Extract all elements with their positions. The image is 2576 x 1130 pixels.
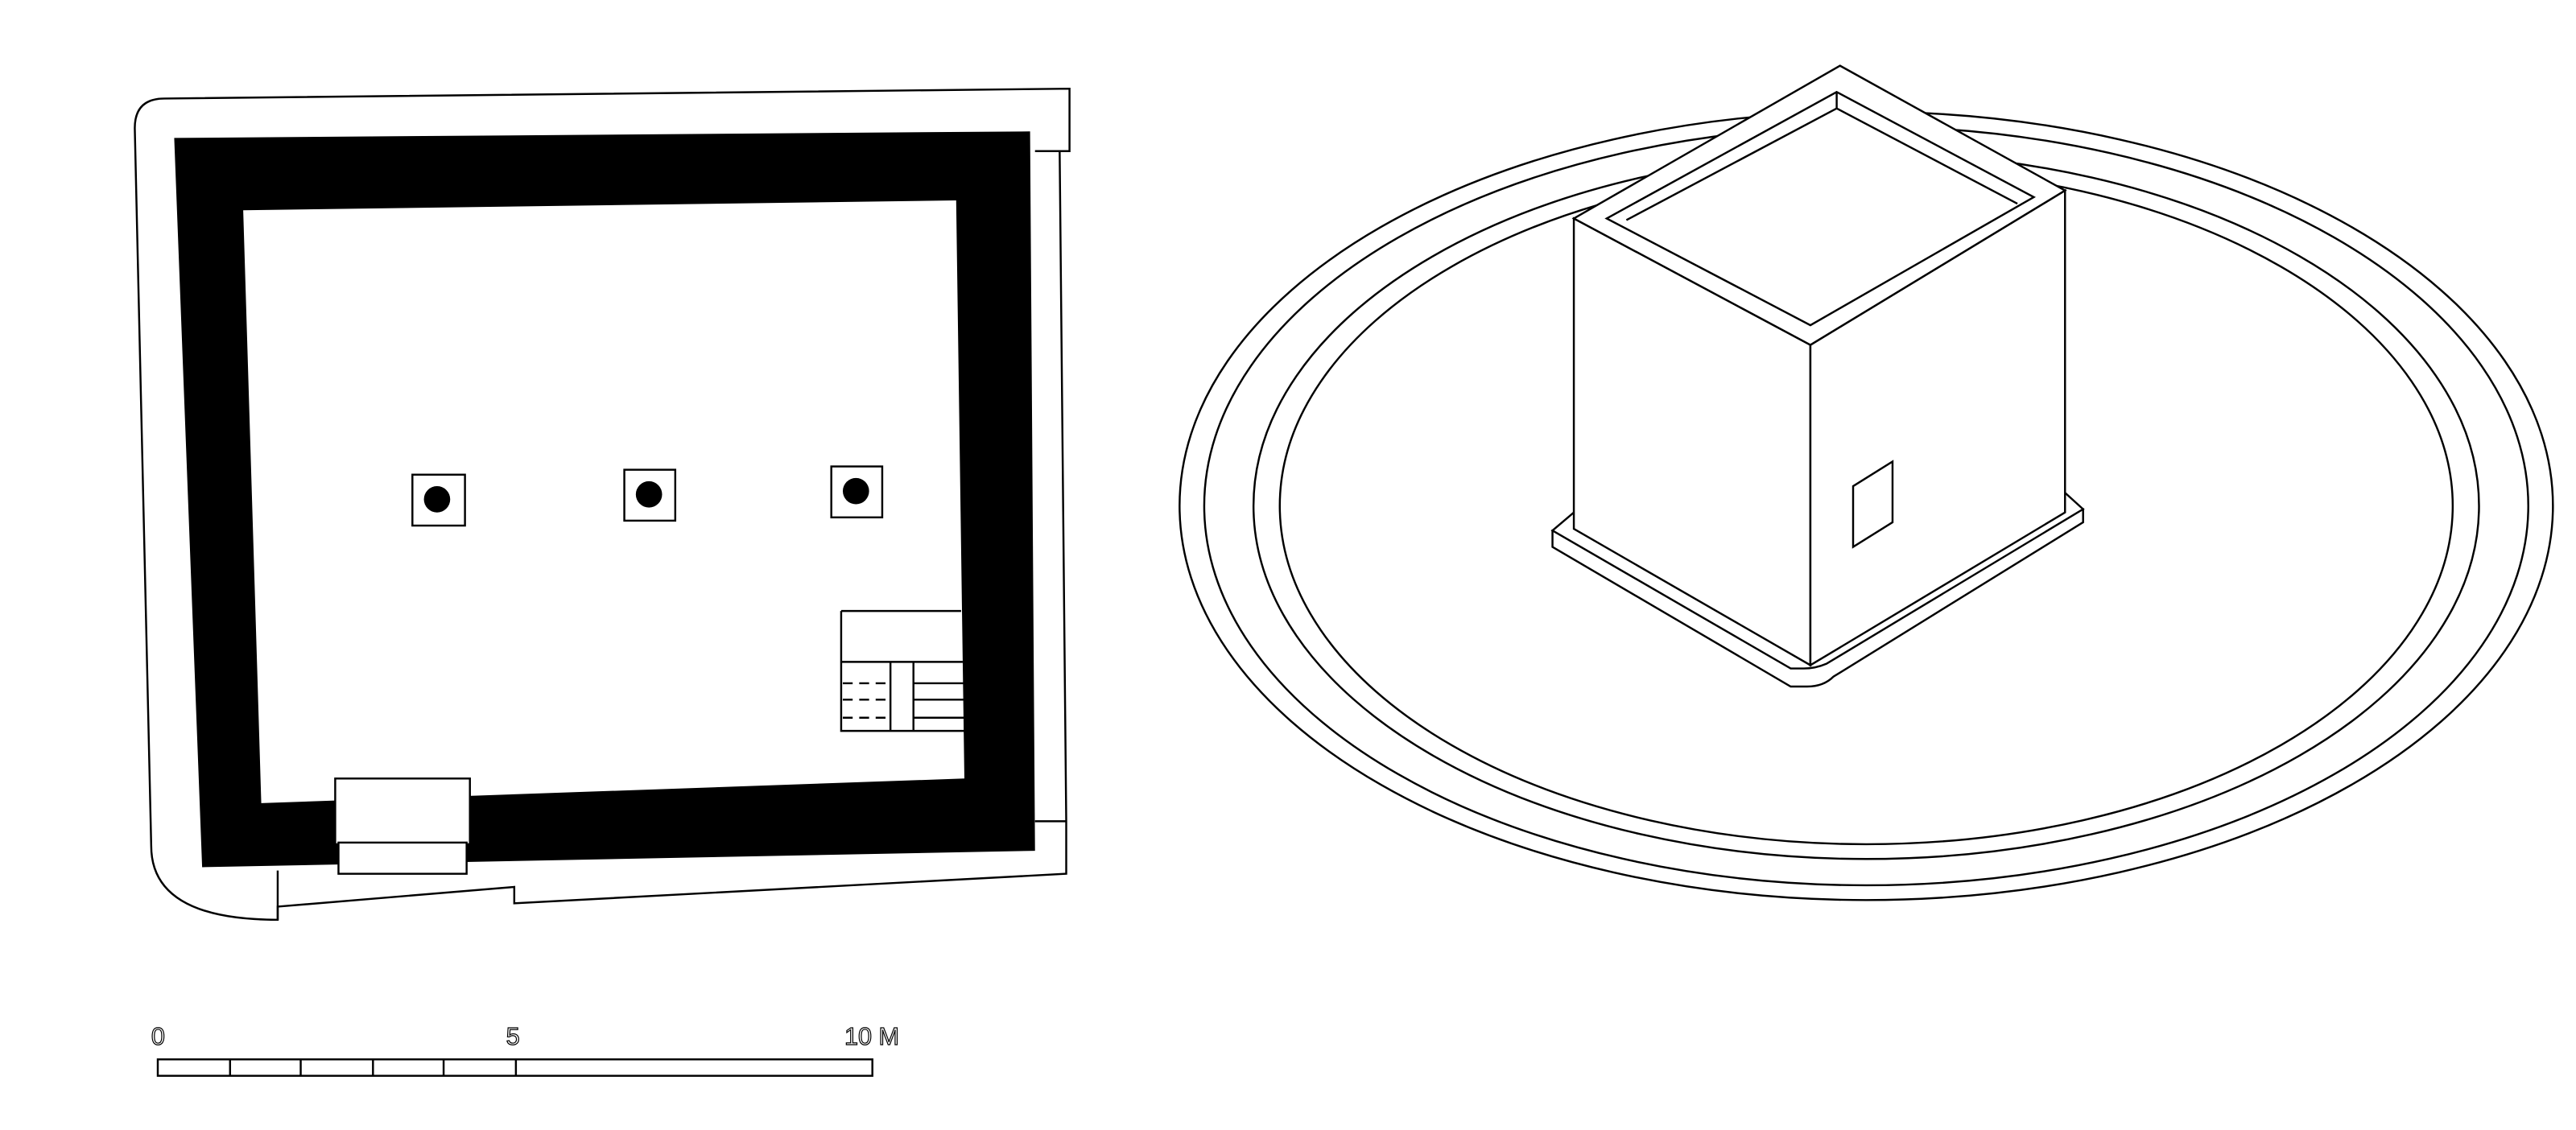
cube-window — [1852, 460, 1894, 549]
thick-wall — [174, 131, 1035, 868]
scale-bar: 0 5 10 M — [151, 1022, 900, 1077]
scale-label-5: 5 — [506, 1023, 520, 1050]
cube-building — [1571, 64, 2067, 667]
cube-top-inner — [1604, 90, 2037, 327]
column-3 — [830, 465, 884, 519]
column-1 — [411, 473, 466, 527]
plan-outer-outline — [134, 87, 1071, 922]
column-2 — [623, 468, 677, 522]
doorway — [334, 777, 471, 846]
scale-label-0: 0 — [151, 1023, 165, 1050]
plan-right-step — [276, 150, 1067, 920]
floor-plan — [134, 87, 1071, 922]
scale-label-10: 10 M — [844, 1023, 899, 1050]
axonometric-view — [1179, 64, 2554, 901]
door-threshold — [337, 841, 468, 875]
staircase — [840, 609, 964, 732]
